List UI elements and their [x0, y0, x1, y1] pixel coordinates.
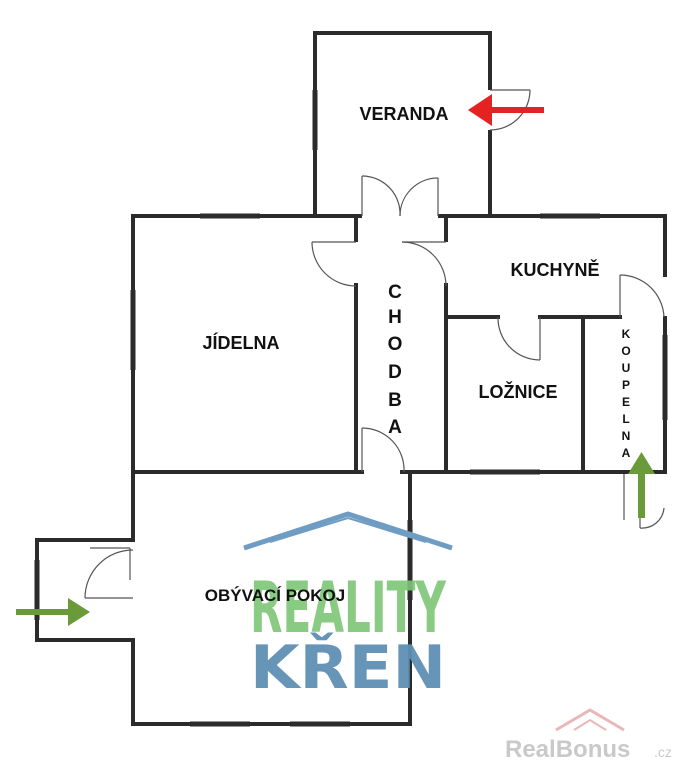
entry-arrow-veranda: [468, 94, 544, 126]
chodba-letter: A: [388, 417, 402, 438]
chodba-letter: H: [388, 307, 402, 328]
room-label-chodba: C H O D B A: [388, 282, 403, 438]
koupelna-letter: L: [622, 412, 629, 426]
room-label-veranda: VERANDA: [359, 104, 448, 124]
koupelna-letter: O: [621, 344, 630, 358]
room-label-koupelna: K O U P E L N A: [621, 327, 630, 460]
koupelna-letter: A: [622, 446, 631, 460]
watermark-logo: REALITY KŘEN: [243, 511, 453, 703]
room-label-loznice: LOŽNICE: [479, 381, 558, 402]
koupelna-letter: P: [622, 378, 630, 392]
koupelna-letter: U: [622, 361, 631, 375]
room-label-kuchyne: KUCHYNĚ: [510, 259, 599, 280]
walls: [35, 31, 667, 726]
chodba-letter: C: [388, 282, 402, 303]
footer-brand: RealBonus .cz: [505, 708, 672, 763]
watermark-top-word: REALITY: [250, 567, 447, 649]
brand-name: RealBonus: [505, 736, 630, 763]
room-label-obyvaci-pokoj: OBÝVACÍ POKOJ: [205, 586, 345, 605]
entry-arrow-koupelna: [628, 452, 655, 518]
chodba-letter: O: [388, 334, 403, 355]
koupelna-letter: N: [622, 429, 631, 443]
koupelna-letter: E: [622, 395, 630, 409]
house-roof-icon: [243, 511, 453, 551]
brand-suffix: .cz: [654, 744, 672, 760]
brand-roof-icon: [555, 708, 625, 732]
room-label-jidelna: JÍDELNA: [202, 332, 279, 353]
entry-arrow-porch: [16, 598, 90, 626]
chodba-letter: B: [388, 390, 402, 411]
watermark-bottom-word: KŘEN: [250, 631, 446, 703]
chodba-letter: D: [388, 362, 402, 383]
koupelna-letter: K: [622, 327, 631, 341]
